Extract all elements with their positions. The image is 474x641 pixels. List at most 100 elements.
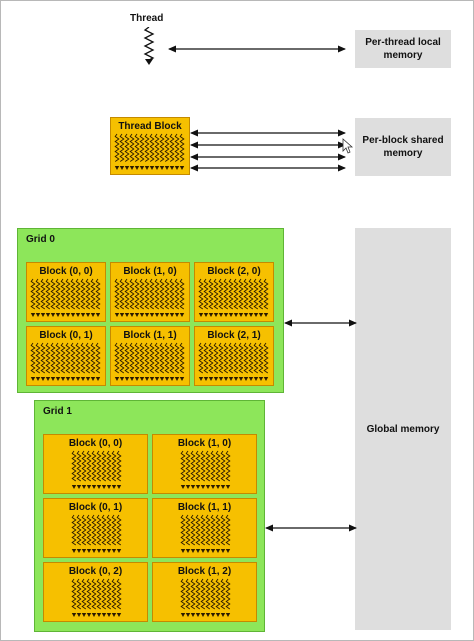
thread-squiggle [55,278,61,310]
block-label: Block (2, 1) [207,330,261,341]
thread-arrowhead [85,313,91,317]
thread-squiggle [179,342,185,374]
thread-arrowhead [80,377,86,381]
thread-arrowhead [190,485,196,489]
thread-arrowhead [198,377,204,381]
thread-squiggle [154,278,160,310]
thread-arrowhead [71,549,77,553]
thread-arrowhead [203,313,209,317]
thread-arrowhead [215,613,221,617]
thread-arrowhead [243,313,249,317]
thread-squiggle [190,514,196,546]
thread-arrowhead [179,377,185,381]
thread-squiggle [75,278,81,310]
thread-arrowhead [144,313,150,317]
thread-squiggle [71,514,77,546]
threads-icon [71,450,122,489]
thread-arrowhead [180,485,186,489]
thread-arrowhead [111,549,117,553]
thread-squiggle [60,342,66,374]
thread-squiggle [253,342,259,374]
thread-arrowhead [258,313,264,317]
thread-squiggle [129,278,135,310]
thread-arrowhead [210,485,216,489]
thread-arrowhead [76,613,82,617]
thread-squiggle [40,342,46,374]
grid-1: Grid 1 Block (0, 0) Block (1, 0) Block (… [34,400,265,632]
thread-squiggle [210,578,216,610]
grid-1-block-1-2: Block (1, 2) [152,562,257,622]
thread-arrowhead [159,166,165,170]
thread-arrowhead [60,377,66,381]
thread-squiggle [218,278,224,310]
thread-arrowhead [200,613,206,617]
thread-arrowhead [101,613,107,617]
thread-squiggle [70,278,76,310]
thread-squiggle [159,342,165,374]
threads-icon [71,578,122,617]
thread-squiggle [81,578,87,610]
thread-squiggle [101,450,107,482]
thread-arrowhead [213,313,219,317]
thread-squiggle [223,278,229,310]
thread-squiggle [86,450,92,482]
thread-squiggle [203,278,209,310]
thread-arrowhead [139,166,145,170]
grid-0-block-1-1: Block (1, 1) [110,326,190,386]
thread-arrowhead [81,613,87,617]
thread-squiggle [139,133,145,162]
thread-arrowhead [203,377,209,381]
thread-arrowhead [50,313,56,317]
thread-squiggle [169,278,175,310]
threads-icon [114,342,185,381]
thread-arrowhead [154,377,160,381]
per-block-shared-memory: Per-block shared memory [355,118,451,176]
thread-squiggle [81,450,87,482]
thread-arrowhead [111,485,117,489]
thread-squiggle [86,578,92,610]
thread-arrowhead [190,613,196,617]
thread-squiggle [119,342,125,374]
thread-squiggle [208,342,214,374]
thread-arrowhead [35,313,41,317]
thread-squiggle [263,278,269,310]
thread-arrowhead [228,377,234,381]
thread-squiggle [116,578,122,610]
thread-squiggle [60,278,66,310]
thread-squiggle [213,278,219,310]
thread-arrowhead [210,613,216,617]
grid-1-block-0-0: Block (0, 0) [43,434,148,494]
thread-squiggle [225,450,231,482]
grid-0-block-1-0: Block (1, 0) [110,262,190,322]
thread-arrowhead [106,485,112,489]
thread-arrowhead [180,613,186,617]
thread-squiggle [90,342,96,374]
thread-arrowhead [164,166,170,170]
grid-0-block-2-0: Block (2, 0) [194,262,274,322]
thread-squiggle [218,342,224,374]
thread-arrowhead [200,549,206,553]
thread-arrowhead [159,313,165,317]
thread-arrowhead [71,485,77,489]
thread-arrowhead [180,549,186,553]
thread-squiggle [253,278,259,310]
thread-arrowhead [154,313,160,317]
thread-squiggle [116,450,122,482]
thread-arrowhead [174,313,180,317]
thread-squiggle [35,342,41,374]
thread-arrowhead [174,166,180,170]
thread-arrowhead [134,166,140,170]
thread-squiggle [81,514,87,546]
threads-icon [198,278,269,317]
thread-squiggle [106,578,112,610]
thread-arrowhead [116,613,122,617]
grid-0-block-0-0: Block (0, 0) [26,262,106,322]
thread-squiggle [164,342,170,374]
thread-arrowhead [144,377,150,381]
thread-squiggle [134,278,140,310]
grid-1-label: Grid 1 [43,406,72,417]
thread-squiggle [185,450,191,482]
threads-icon [180,514,231,553]
thread-arrowhead [200,485,206,489]
thread-arrowhead [195,613,201,617]
